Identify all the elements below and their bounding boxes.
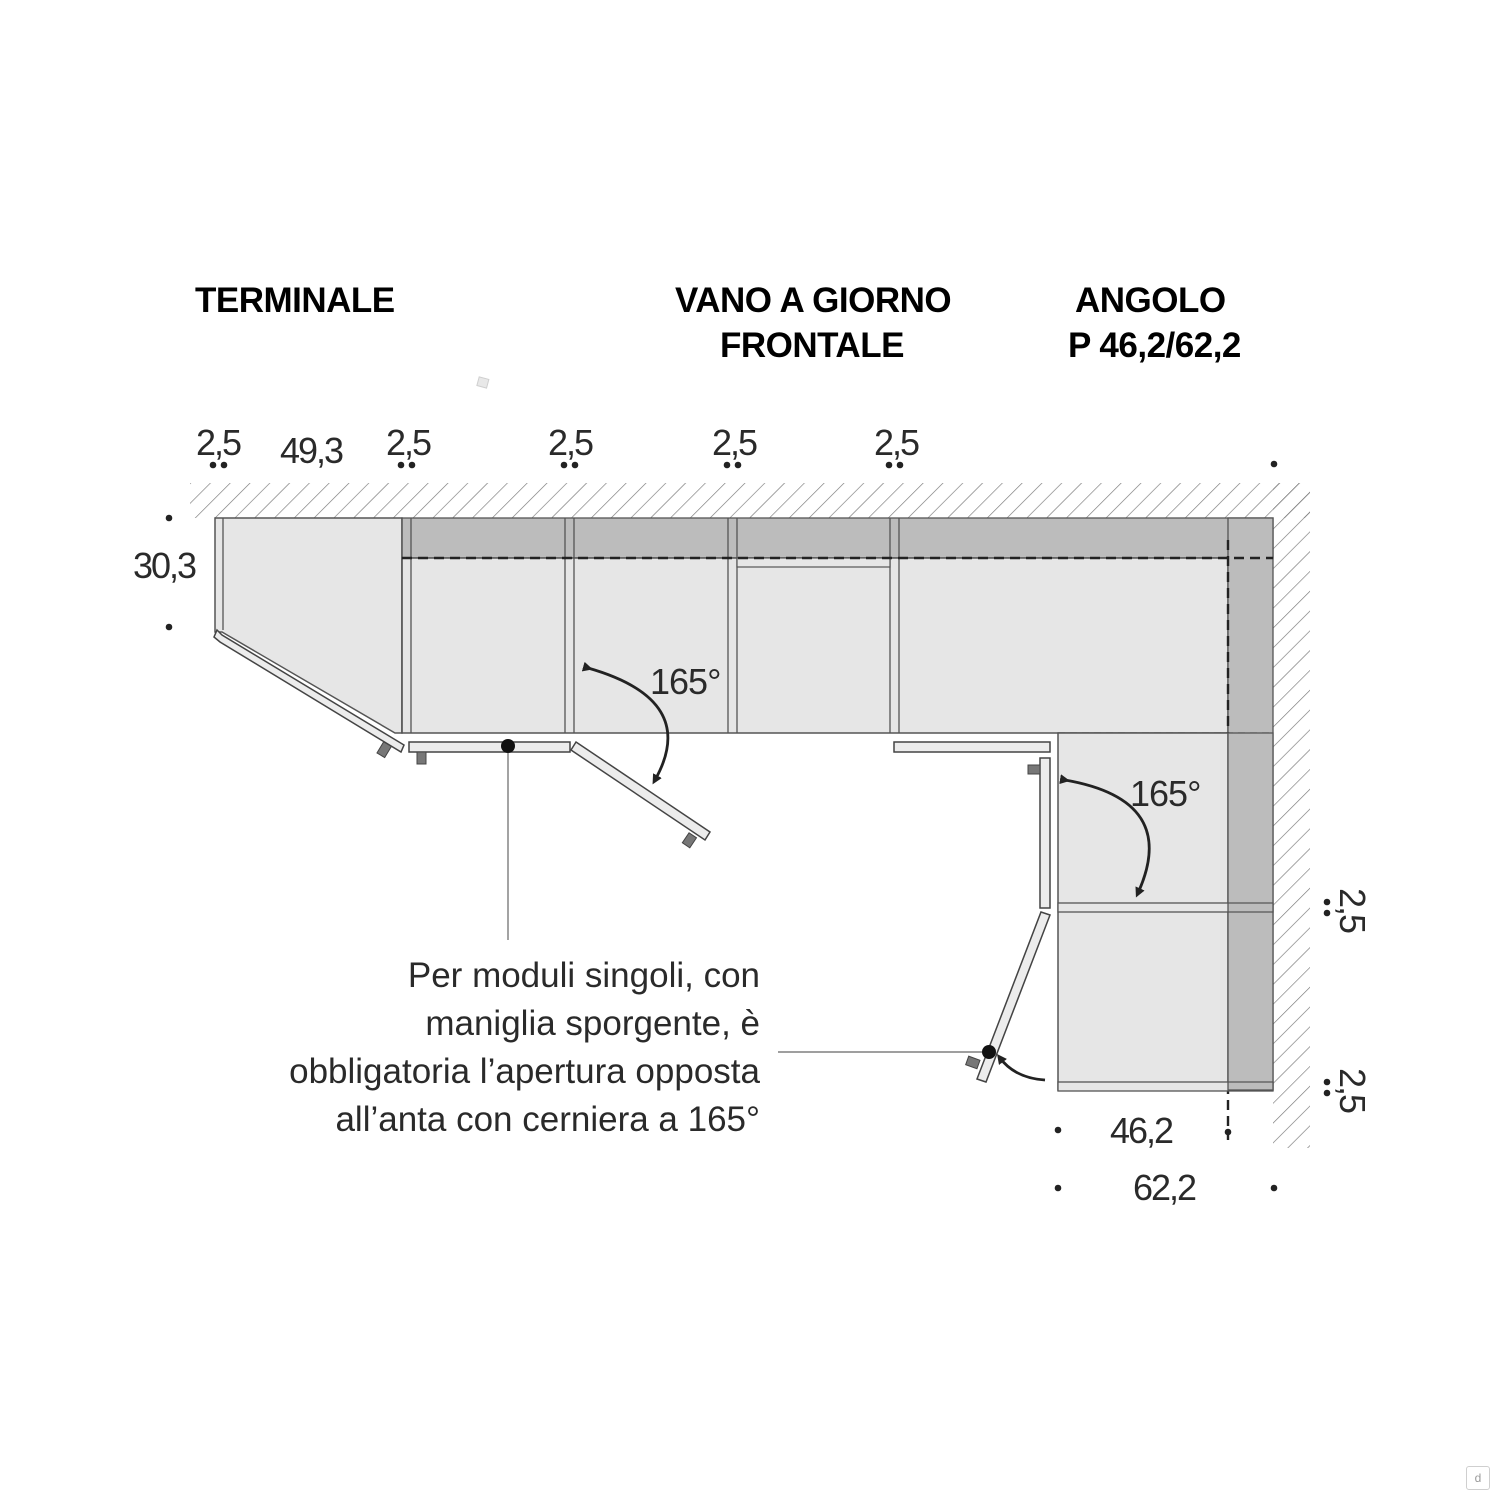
dim-top-a: 2,5	[196, 422, 241, 463]
dim-top-c: 2,5	[386, 422, 431, 463]
door-handle	[681, 832, 698, 849]
niche-shelf	[736, 557, 891, 568]
dim-bottom-inner: 46,2	[1110, 1110, 1173, 1151]
heading-terminale: TERMINALE	[195, 281, 395, 320]
door-open-165	[569, 740, 712, 842]
dim-left-depth: 30,3	[133, 545, 196, 586]
door-handle	[416, 751, 427, 765]
dim-bottom-outer: 62,2	[1133, 1167, 1196, 1208]
dimension-dots-right	[1323, 898, 1331, 1097]
dim-top-b: 49,3	[280, 430, 343, 471]
open-direction-arrow	[996, 1054, 1046, 1082]
dimension-dots-bottom	[1054, 1126, 1278, 1192]
corner-door-vertical	[1039, 757, 1051, 909]
heading-angolo-line2: P 46,2/62,2	[1068, 326, 1241, 365]
dim-dot	[165, 623, 173, 631]
dim-top-e: 2,5	[712, 422, 757, 463]
dim-right-lower: 2,5	[1332, 1068, 1373, 1113]
partitions	[401, 518, 900, 733]
stray-mark	[476, 376, 490, 389]
heading-angolo-line1: ANGOLO	[1075, 281, 1226, 320]
hinge-point-left	[501, 739, 515, 753]
hinge-point-right	[982, 1045, 996, 1059]
door-handle	[1027, 764, 1041, 775]
angle-label-left: 165°	[650, 661, 720, 702]
watermark-icon: d	[1466, 1466, 1490, 1490]
dim-top-f: 2,5	[874, 422, 919, 463]
note-line-1: Per moduli singoli, con	[408, 956, 760, 995]
dim-dot	[165, 514, 173, 522]
angle-label-right: 165°	[1130, 773, 1200, 814]
door-closed-left	[408, 741, 571, 753]
heading-vano-line1: VANO A GIORNO	[675, 281, 951, 320]
back-band	[401, 517, 1274, 559]
dimension-dots-top	[209, 460, 1278, 469]
note-line-3: obbligatoria l’apertura opposta	[289, 1052, 760, 1091]
heading-vano-line2: FRONTALE	[720, 326, 904, 365]
wall-top	[190, 483, 1310, 518]
swing-arrow-left	[581, 661, 670, 785]
note-line-2: maniglia sporgente, è	[425, 1004, 760, 1043]
dim-right-upper: 2,5	[1332, 888, 1373, 933]
door-handle	[965, 1055, 981, 1070]
door-closed-right	[893, 741, 1051, 753]
wall-right	[1273, 483, 1310, 1148]
main-run-body	[401, 557, 1229, 734]
note-line-4: all’anta con cerniera a 165°	[335, 1100, 760, 1139]
corner-door-open	[976, 911, 1051, 1083]
terminale-module	[214, 517, 403, 734]
terminale-door	[213, 628, 405, 754]
terminale-handle	[376, 741, 393, 759]
dim-top-d: 2,5	[548, 422, 593, 463]
swing-arrow-right	[1059, 774, 1151, 898]
